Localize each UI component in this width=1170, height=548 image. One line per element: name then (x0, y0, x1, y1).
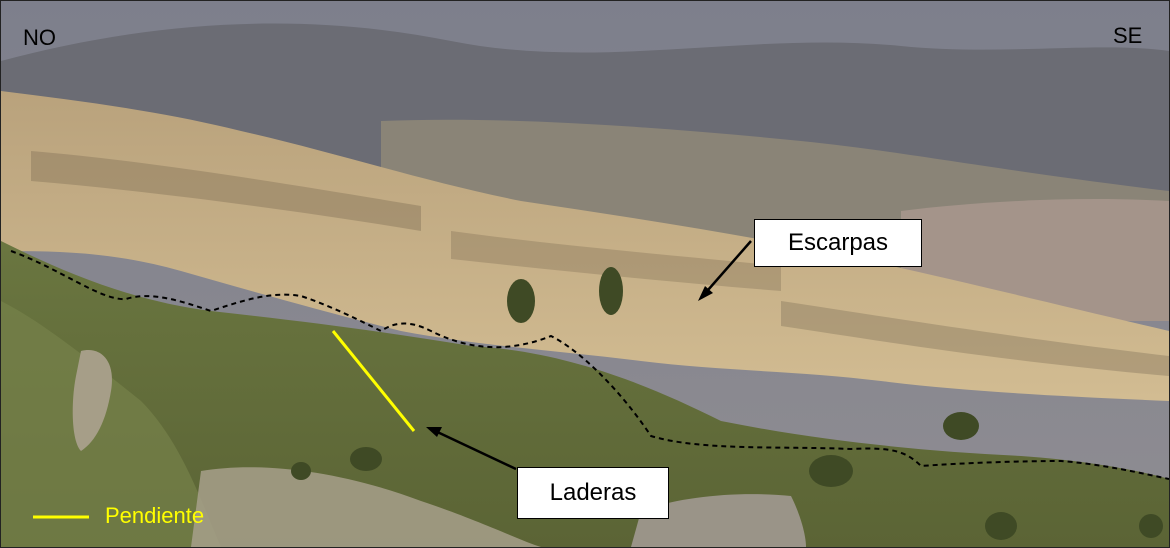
escarpas-arrowhead (698, 286, 713, 301)
boundary-dashed-line (10, 250, 1169, 480)
laderas-arrow (430, 427, 517, 471)
cliff-shadow-1 (31, 151, 421, 231)
cliff-shadow-3 (781, 301, 1169, 376)
shrubs (291, 267, 1163, 540)
slope-indicator-line (331, 330, 416, 432)
laderas-arrowhead (426, 427, 442, 437)
slope-grass-left (1, 301, 221, 547)
foreground-rock (631, 494, 806, 547)
cliff-shadow-2 (451, 231, 781, 291)
callout-laderas: Laderas (517, 467, 669, 519)
soil-patch-left (72, 350, 112, 451)
direction-label-northwest: NO (23, 25, 56, 50)
callout-escarpas: Escarpas (754, 219, 922, 267)
cliff-band (1, 91, 1169, 401)
soil-patch-bottom (191, 467, 541, 547)
direction-label-southeast: SE (1113, 23, 1143, 48)
legend-label: Pendiente (105, 503, 205, 528)
escarpas-arrow (700, 240, 752, 299)
